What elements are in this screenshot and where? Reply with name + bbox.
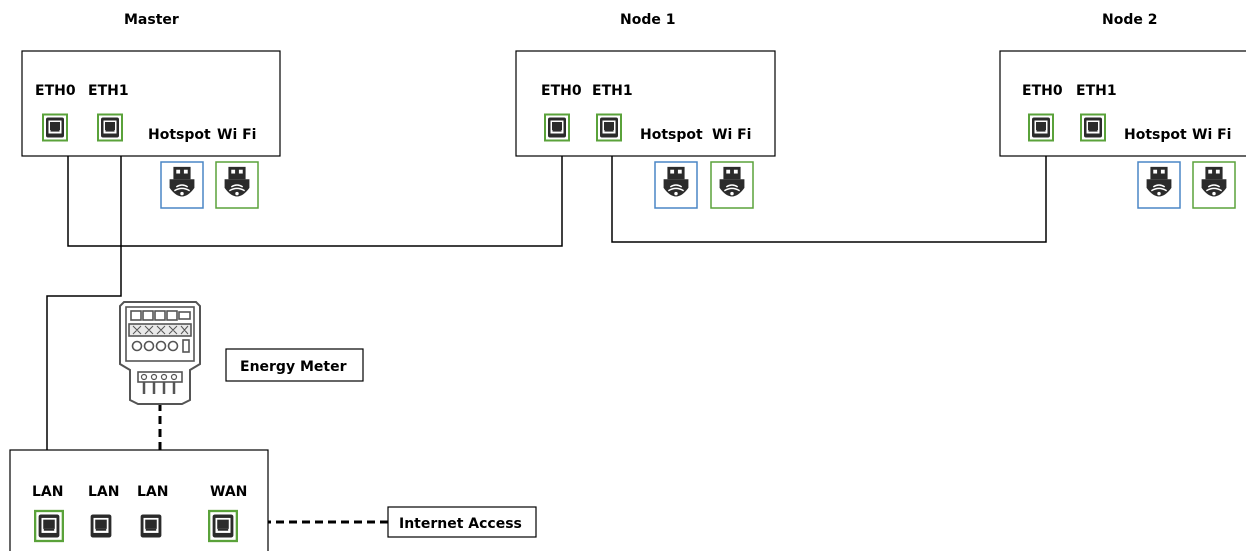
router-lan1-label: LAN: [32, 484, 63, 500]
wire-node1-eth1-to-node2-eth0: [611, 147, 1047, 243]
node2-eth1-label: ETH1: [1076, 83, 1117, 99]
energy-meter-label-box: [225, 348, 364, 382]
node1-eth0-port-icon: [544, 113, 570, 142]
node1-device: Node 1 ETH0 ETH1 Hotspot Wi Fi: [515, 12, 776, 209]
node1-eth0-label: ETH0: [541, 83, 582, 99]
internet-access-label-box: [387, 506, 537, 538]
router-lan3-port-icon: [136, 509, 166, 543]
router-wan-label: WAN: [210, 484, 247, 500]
master-hotspot-label: Hotspot: [148, 127, 211, 143]
master-wifi-dongle-icon: [215, 161, 259, 209]
node1-eth1-label: ETH1: [592, 83, 633, 99]
master-title: Master: [124, 12, 179, 28]
connections: [46, 147, 1047, 524]
router-lan3-label: LAN: [137, 484, 168, 500]
master-eth0-label: ETH0: [35, 83, 76, 99]
internet-access: Internet Access: [387, 506, 537, 538]
master-hotspot-dongle-icon: [160, 161, 204, 209]
node2-eth1-port-icon: [1080, 113, 1106, 142]
master-wifi-label: Wi Fi: [217, 127, 256, 143]
node1-eth1-port-icon: [596, 113, 622, 142]
internet-access-label: Internet Access: [399, 516, 522, 532]
node1-hotspot-label: Hotspot: [640, 127, 703, 143]
node2-wifi-dongle-icon: [1192, 161, 1236, 209]
master-device: Master ETH0 ETH1 Hotspot Wi Fi: [21, 12, 281, 209]
node1-wifi-label: Wi Fi: [712, 127, 751, 143]
energy-meter-icon: [118, 300, 202, 406]
router-lan2-label: LAN: [88, 484, 119, 500]
node2-hotspot-label: Hotspot: [1124, 127, 1187, 143]
energy-meter-label: Energy Meter: [240, 359, 347, 375]
node2-device: Node 2 ETH0 ETH1 Hotspot Wi Fi: [999, 12, 1246, 209]
energy-meter: Energy Meter: [118, 300, 364, 406]
node1-wifi-dongle-icon: [710, 161, 754, 209]
node1-title: Node 1: [620, 12, 675, 28]
node2-eth0-label: ETH0: [1022, 83, 1063, 99]
master-eth0-port-icon: [42, 113, 68, 142]
node2-hotspot-dongle-icon: [1137, 161, 1181, 209]
node2-eth0-port-icon: [1028, 113, 1054, 142]
wire-master-eth1-to-router-lan: [46, 147, 122, 450]
node2-title: Node 2: [1102, 12, 1157, 28]
router-wan-port-icon: [208, 509, 238, 543]
node2-wifi-label: Wi Fi: [1192, 127, 1231, 143]
router-lan1-port-icon: [34, 509, 64, 543]
node1-hotspot-dongle-icon: [654, 161, 698, 209]
master-eth1-port-icon: [97, 113, 123, 142]
router-device: LAN LAN LAN WAN: [9, 449, 269, 551]
master-eth1-label: ETH1: [88, 83, 129, 99]
wire-master-eth0-to-node1-eth0: [67, 147, 563, 247]
router-lan2-port-icon: [86, 509, 116, 543]
